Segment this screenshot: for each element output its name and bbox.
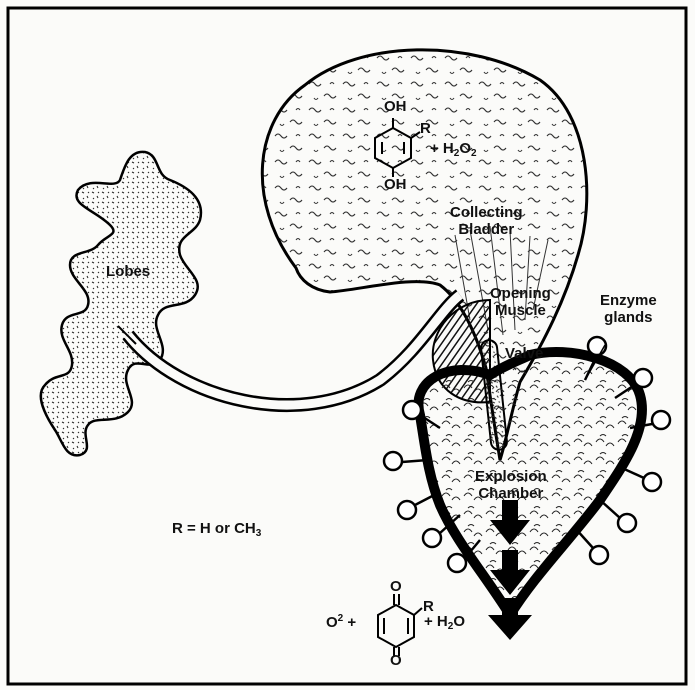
chem-oh-bottom: OH: [384, 176, 407, 193]
oxygen-o: O: [326, 614, 338, 631]
chem-r-top: R: [420, 120, 431, 137]
h2o2-sub2: 2: [471, 148, 477, 159]
label-opening-muscle: Opening Muscle: [490, 285, 551, 319]
label-lobes: Lobes: [106, 263, 150, 280]
product-water: + H2O: [424, 613, 465, 632]
label-explosion-line1: Explosion: [475, 468, 547, 485]
label-explosion-chamber: Explosion Chamber: [475, 468, 547, 502]
downward-flow-arrows: [488, 500, 532, 640]
h2o2-o: O: [459, 140, 471, 157]
water-o: O: [453, 613, 465, 630]
oxygen-plus: +: [343, 614, 356, 631]
chem-oh-top: OH: [384, 98, 407, 115]
chem-o-top: O: [390, 578, 402, 595]
r-definition-text: R = H or CH: [172, 520, 256, 537]
label-opening-line1: Opening: [490, 285, 551, 302]
label-explosion-line2: Chamber: [475, 485, 547, 502]
r-definition: R = H or CH3: [172, 520, 261, 539]
h2o2-prefix: + H: [430, 140, 454, 157]
label-enzyme-line1: Enzyme: [600, 292, 657, 309]
label-collecting-bladder: Collecting Bladder: [450, 204, 523, 238]
label-opening-line2: Muscle: [490, 302, 551, 319]
label-collecting-line2: Bladder: [450, 221, 523, 238]
label-enzyme-line2: glands: [600, 309, 657, 326]
label-enzyme-glands: Enzyme glands: [600, 292, 657, 326]
r-definition-sub: 3: [256, 528, 262, 539]
lobes-shape: [41, 152, 201, 456]
chem-reactant-h2o2: + H2O2: [430, 140, 477, 159]
water-prefix: + H: [424, 613, 448, 630]
product-oxygen: O2 +: [326, 613, 356, 631]
label-valve: Valve: [505, 345, 543, 362]
chem-o-bottom: O: [390, 652, 402, 669]
quinone-ring: [378, 594, 422, 656]
label-collecting-line1: Collecting: [450, 204, 523, 221]
